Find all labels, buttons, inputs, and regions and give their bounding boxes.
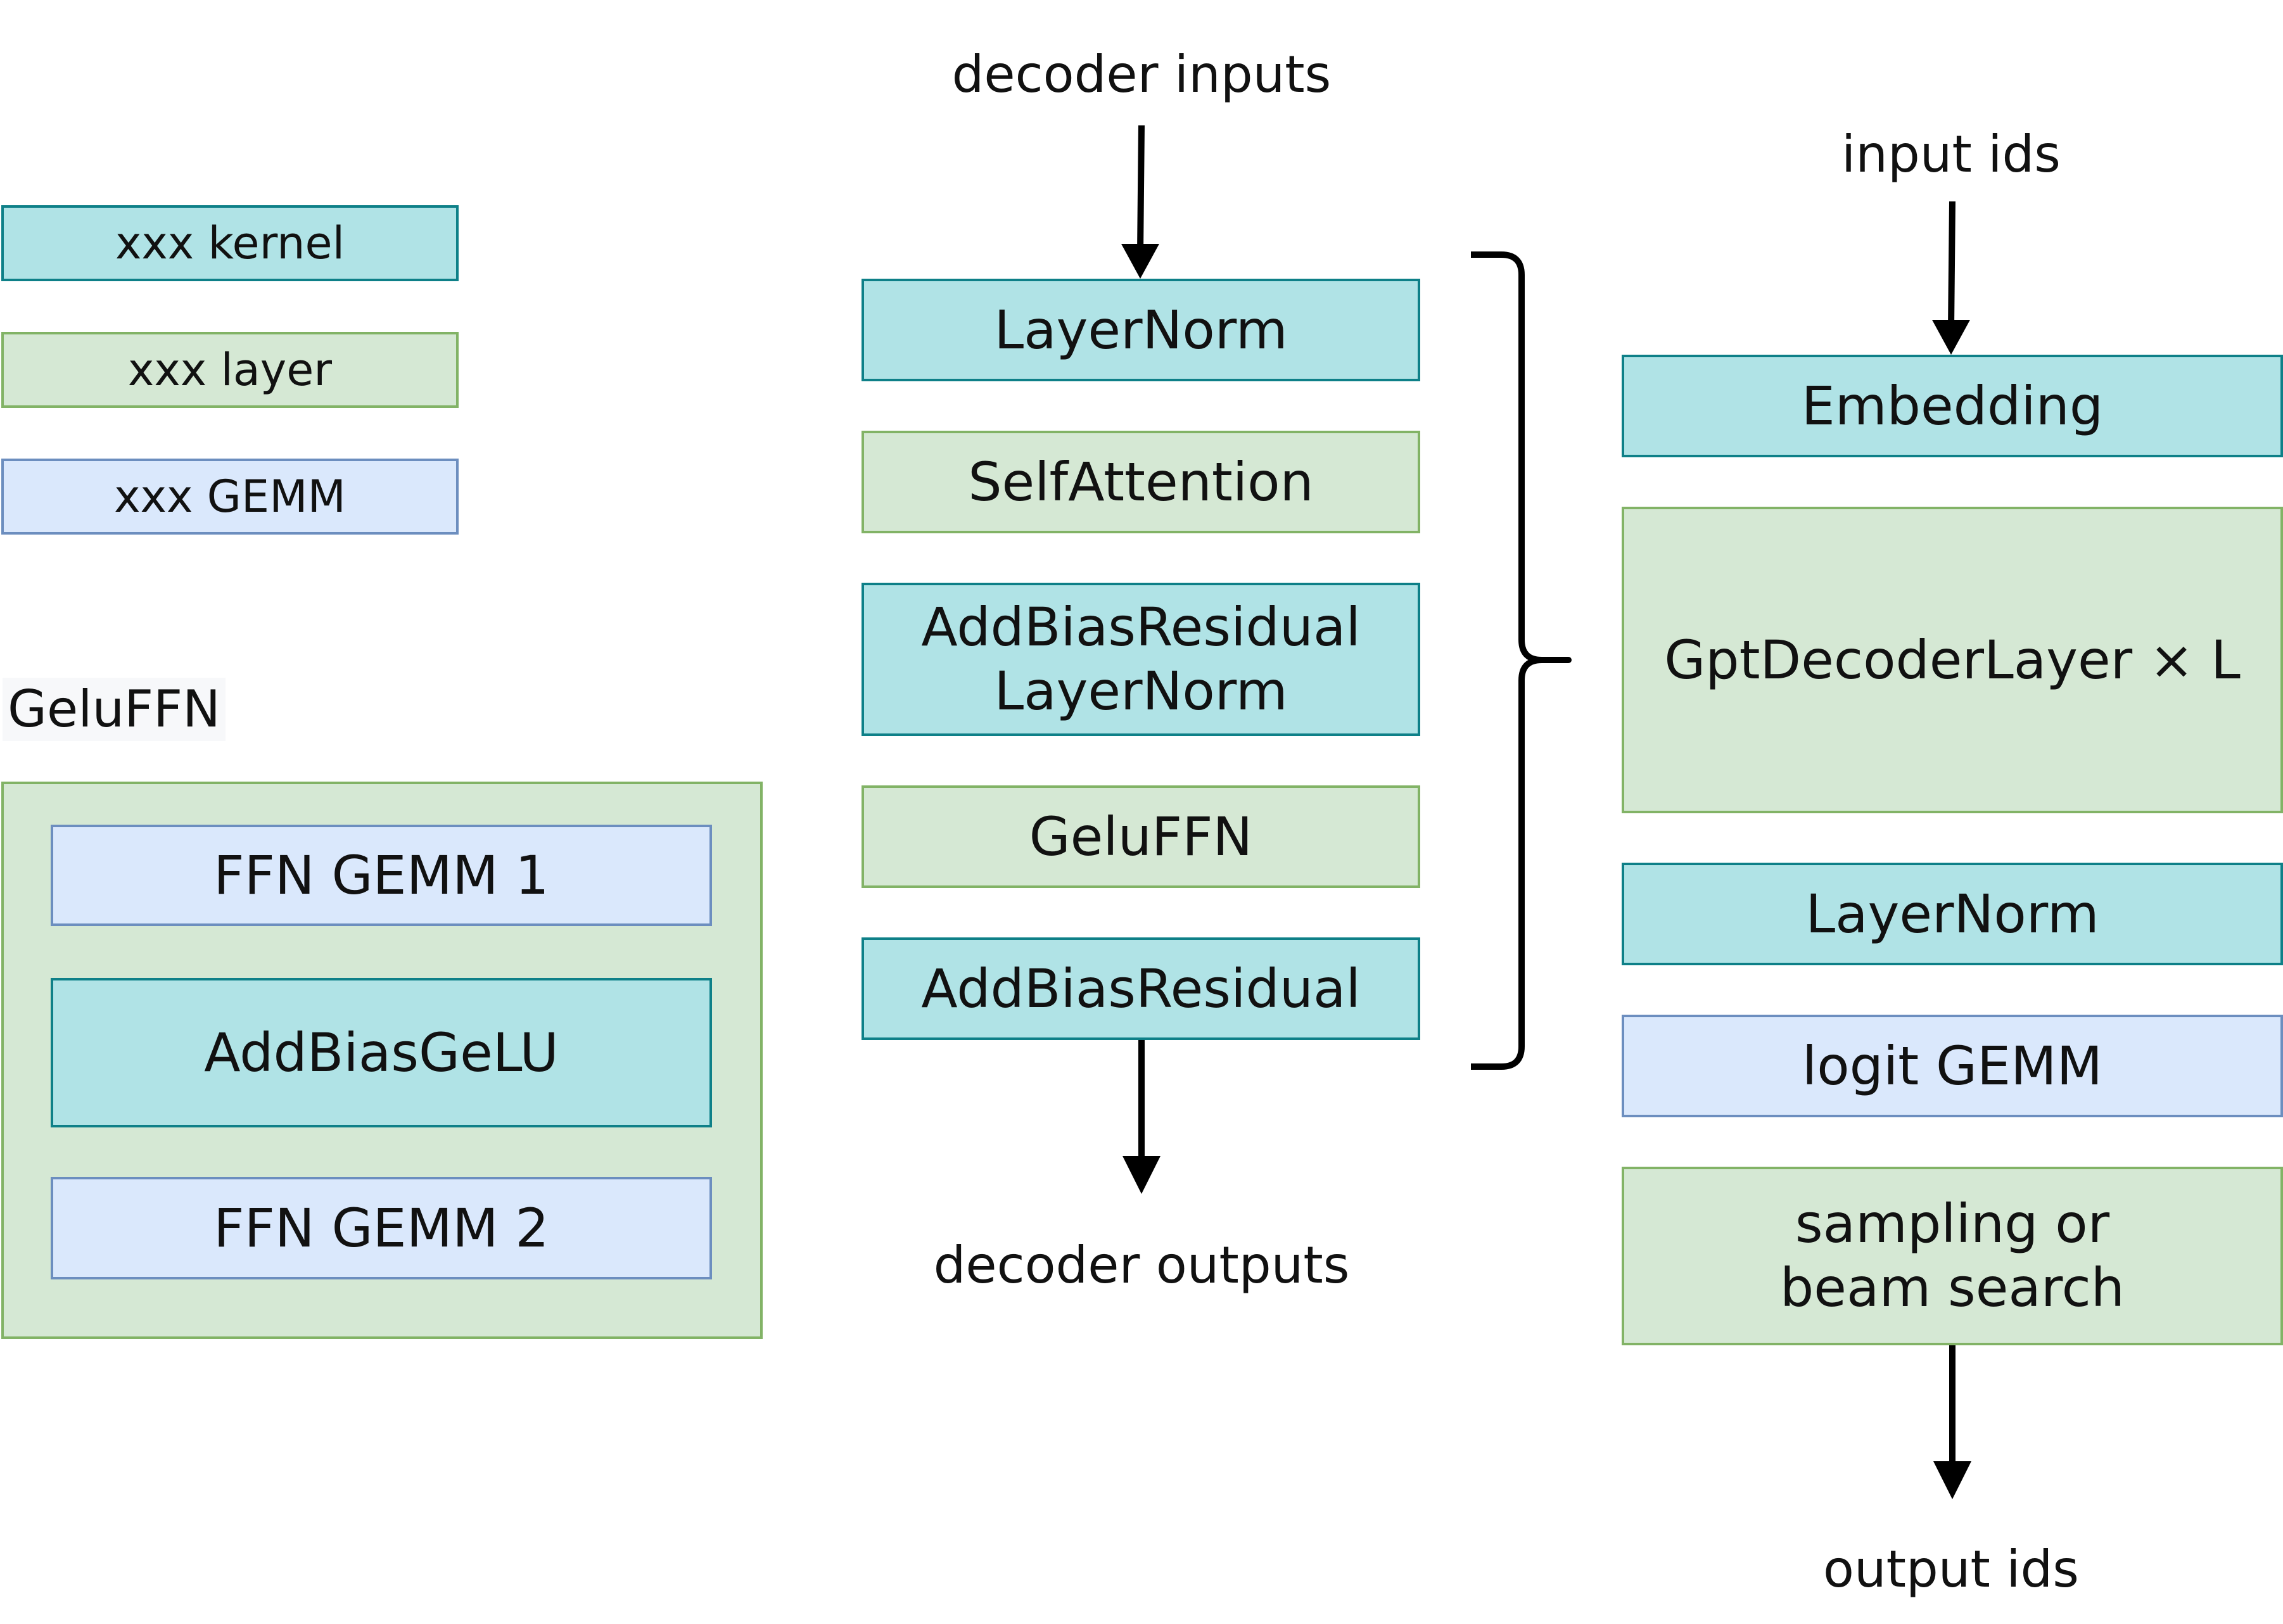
gpt-decoder-layer-block: GptDecoderLayer × L bbox=[1622, 507, 2283, 813]
decoder-layer-brace bbox=[1471, 251, 1572, 1070]
input-ids-arrow bbox=[1948, 201, 1955, 330]
output-ids-label: output ids bbox=[1823, 1540, 2079, 1599]
ffn-gemm-1-block: FFN GEMM 1 bbox=[51, 825, 712, 926]
ffn-gemm-2-block: FFN GEMM 2 bbox=[51, 1177, 712, 1279]
legend-layer: xxx layer bbox=[1, 332, 459, 408]
final-layernorm-block: LayerNorm bbox=[1622, 863, 2283, 965]
sampling-block: sampling or beam search bbox=[1622, 1167, 2283, 1345]
decoder-layernorm-block: LayerNorm bbox=[862, 279, 1420, 381]
embedding-block: Embedding bbox=[1622, 355, 2283, 457]
add-bias-residual-layernorm-block: AddBiasResidual LayerNorm bbox=[862, 583, 1420, 736]
legend-gemm: xxx GEMM bbox=[1, 459, 459, 535]
legend-kernel: xxx kernel bbox=[1, 205, 459, 281]
add-bias-gelu-block: AddBiasGeLU bbox=[51, 978, 712, 1127]
gelu-ffn-title: GeluFFN bbox=[3, 678, 226, 741]
decoder-inputs-label: decoder inputs bbox=[951, 45, 1332, 104]
input-ids-arrowhead bbox=[1932, 320, 1970, 355]
decoder-gelu-ffn-block: GeluFFN bbox=[862, 785, 1420, 888]
self-attention-block: SelfAttention bbox=[862, 431, 1420, 533]
decoder-output-arrowhead bbox=[1122, 1156, 1161, 1194]
input-ids-label: input ids bbox=[1841, 125, 2061, 184]
decoder-input-arrow bbox=[1137, 125, 1145, 254]
decoder-input-arrowhead bbox=[1121, 244, 1159, 279]
decoder-outputs-label: decoder outputs bbox=[933, 1236, 1350, 1295]
output-ids-arrowhead bbox=[1933, 1461, 1971, 1499]
logit-gemm-block: logit GEMM bbox=[1622, 1015, 2283, 1117]
add-bias-residual-block: AddBiasResidual bbox=[862, 937, 1420, 1040]
